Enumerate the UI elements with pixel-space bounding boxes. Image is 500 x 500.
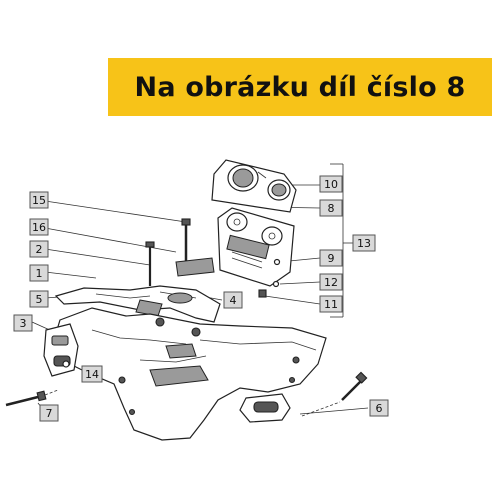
bolt-right bbox=[301, 371, 368, 417]
callout-7: 7 bbox=[39, 404, 59, 422]
callout-1: 1 bbox=[29, 264, 49, 282]
callout-12: 12 bbox=[319, 273, 343, 291]
svg-text:13: 13 bbox=[357, 237, 371, 250]
svg-text:3: 3 bbox=[20, 317, 27, 330]
rubber-pad bbox=[175, 257, 215, 277]
svg-text:7: 7 bbox=[46, 407, 53, 420]
right-switch-block bbox=[239, 393, 291, 423]
callout-16: 16 bbox=[29, 218, 49, 236]
left-switch-block bbox=[43, 323, 79, 377]
callout-5: 5 bbox=[29, 290, 49, 308]
instrument-bezel bbox=[211, 159, 297, 213]
svg-text:12: 12 bbox=[324, 276, 338, 289]
callout-8: 8 bbox=[319, 199, 343, 217]
svg-text:9: 9 bbox=[328, 252, 335, 265]
small-screws bbox=[258, 258, 281, 298]
svg-text:8: 8 bbox=[328, 202, 335, 215]
svg-text:6: 6 bbox=[376, 402, 383, 415]
callout-6: 6 bbox=[369, 399, 389, 417]
callout-3: 3 bbox=[13, 314, 33, 332]
svg-text:4: 4 bbox=[230, 294, 237, 307]
banner-title: Na obrázku díl číslo 8 bbox=[134, 71, 466, 103]
callout-15: 15 bbox=[29, 191, 49, 209]
upper-handlebar-cover bbox=[54, 285, 221, 323]
lower-handlebar-cover bbox=[53, 307, 327, 441]
callout-4: 4 bbox=[223, 291, 243, 309]
svg-text:1: 1 bbox=[36, 267, 43, 280]
callout-14: 14 bbox=[81, 365, 103, 383]
callout-9: 9 bbox=[319, 249, 343, 267]
svg-text:15: 15 bbox=[32, 194, 46, 207]
svg-text:5: 5 bbox=[36, 293, 43, 306]
callout-2: 2 bbox=[29, 240, 49, 258]
svg-text:10: 10 bbox=[324, 178, 338, 191]
callout-10: 10 bbox=[319, 175, 343, 193]
svg-text:16: 16 bbox=[32, 221, 46, 234]
instrument-cluster bbox=[217, 207, 295, 287]
callout-13: 13 bbox=[352, 234, 376, 252]
title-banner: Na obrázku díl číslo 8 bbox=[108, 58, 492, 116]
callout-11: 11 bbox=[319, 295, 343, 313]
svg-text:11: 11 bbox=[324, 298, 338, 311]
svg-text:14: 14 bbox=[85, 368, 99, 381]
svg-text:2: 2 bbox=[36, 243, 43, 256]
top-bolts bbox=[145, 218, 191, 286]
bolt-left bbox=[5, 389, 59, 407]
